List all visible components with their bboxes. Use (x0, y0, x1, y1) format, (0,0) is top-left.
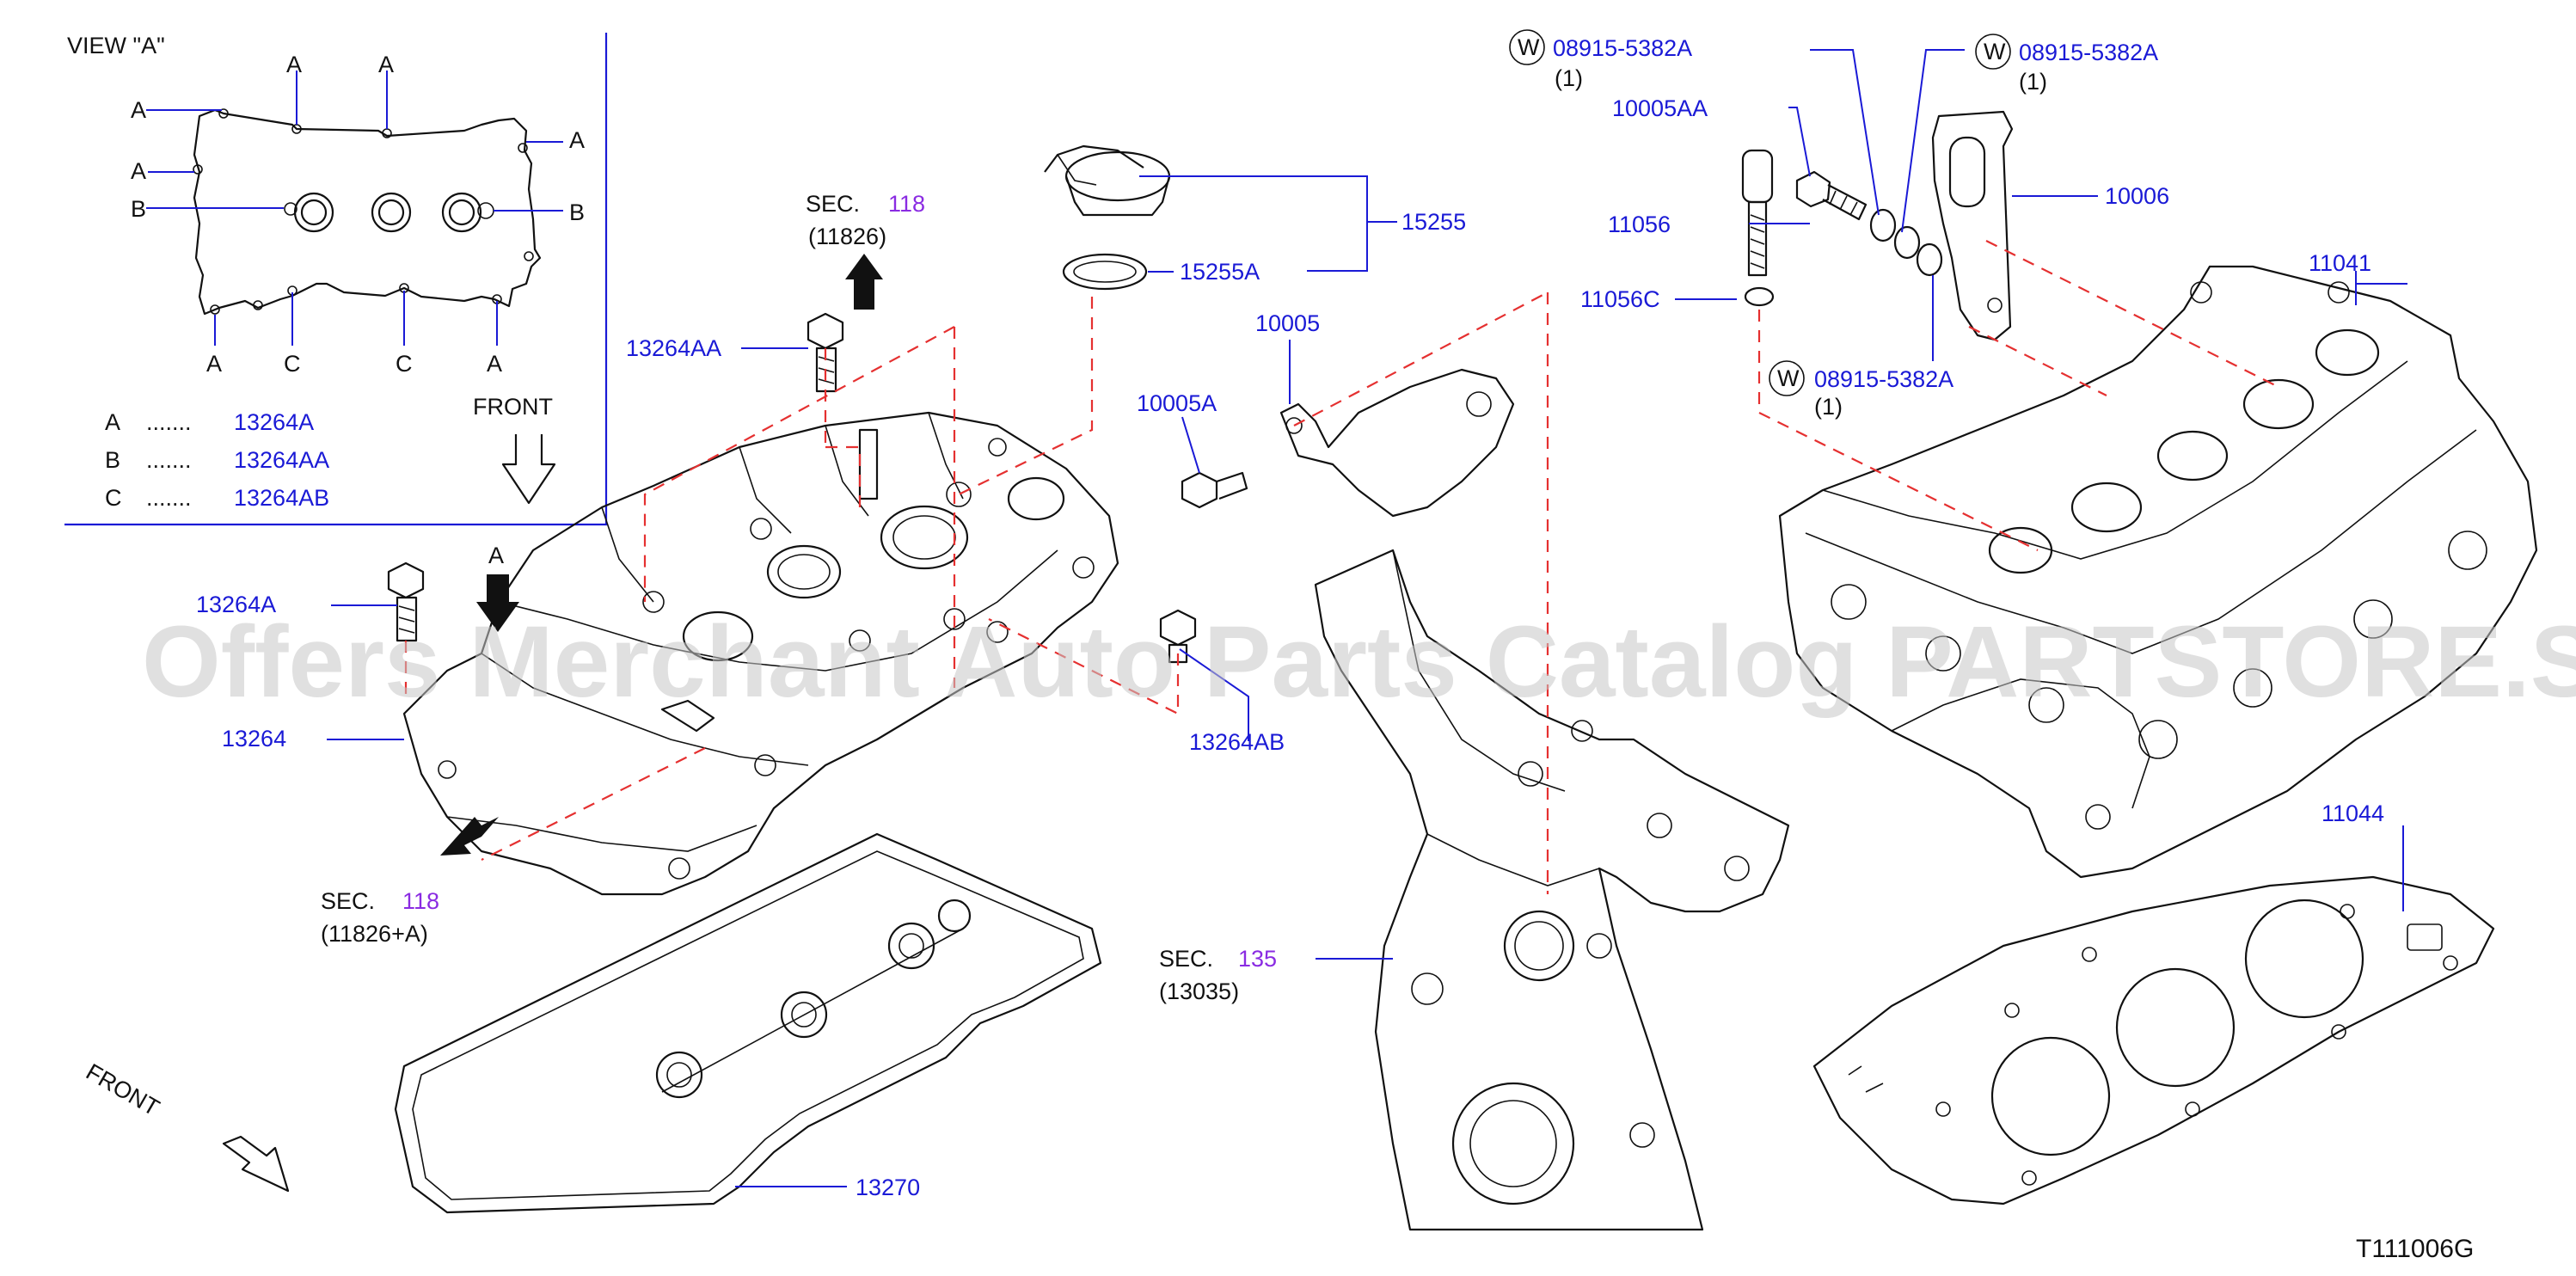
view-a-title: VIEW "A" (67, 33, 165, 58)
washer-symbol-3: W (1777, 365, 1800, 391)
view-a-point-a-5: A (131, 158, 146, 184)
view-a-legend-part-a[interactable]: 13264A (234, 409, 314, 435)
view-a-point-b-1: B (131, 196, 146, 222)
view-a-point-a-1: A (286, 52, 302, 77)
bolt-10005a (1181, 471, 1248, 509)
washer-part-2[interactable]: 08915-5382A (2019, 40, 2158, 65)
view-a-point-a-4: A (569, 127, 585, 153)
view-a-point-a-2: A (378, 52, 394, 77)
view-a-legend-key-b: B (105, 447, 120, 473)
view-a-legend-dots-a: ....... (146, 409, 192, 435)
washer-qty-3: (1) (1814, 394, 1843, 420)
front-label: FRONT (82, 1058, 164, 1120)
sec-ref-135: SEC. 135 (13035) (1159, 946, 1277, 1004)
washer-part-1[interactable]: 08915-5382A (1553, 35, 1692, 61)
front-arrow-icon (222, 1135, 290, 1193)
label-11056c[interactable]: 11056C (1580, 286, 1660, 312)
bolt-11056 (1741, 149, 1774, 277)
view-a-front-arrow-icon (501, 434, 556, 505)
arrow-a-icon (476, 574, 519, 632)
washer-callout-2: W 08915-5382A (1) (1975, 34, 2158, 95)
sec-num-1[interactable]: 118 (888, 191, 925, 217)
view-a-legend-dots-c: ....... (146, 485, 192, 511)
diagram-id: T111006G (2356, 1235, 2474, 1263)
label-11041[interactable]: 11041 (2309, 250, 2371, 276)
washers (1744, 208, 1943, 307)
cylinder-head (1778, 265, 2538, 879)
washer-callout-3: W 08915-5382A (1) (1769, 360, 1953, 420)
washer-qty-2: (1) (2019, 69, 2047, 95)
label-13264a[interactable]: 13264A (196, 592, 276, 617)
arrow-a-label: A (488, 543, 504, 568)
label-10005a[interactable]: 10005A (1137, 390, 1217, 416)
view-a-point-a-7: A (487, 351, 502, 377)
sec-ref-1: (11826) (808, 224, 886, 249)
sec-prefix-1: SEC. (806, 191, 860, 217)
watermark: Offers Merchant Auto Parts Catalog PARTS… (142, 605, 2576, 719)
view-a-front-label: FRONT (473, 394, 553, 420)
view-a-point-c-1: C (284, 351, 301, 377)
sec-ref-118-upper: SEC. 118 (11826) (806, 191, 925, 249)
view-a-legend-dots-b: ....... (146, 447, 192, 473)
oil-filler-cap (1044, 144, 1171, 291)
sec-num-3[interactable]: 135 (1238, 946, 1277, 972)
view-a-legend-part-b[interactable]: 13264AA (234, 447, 329, 473)
washer-symbol-1: W (1518, 34, 1540, 60)
label-10005[interactable]: 10005 (1255, 310, 1320, 336)
head-gasket (1812, 875, 2495, 1205)
bracket-10006 (1931, 110, 2014, 341)
front-cover (1314, 549, 1790, 1231)
arrow-to-sec-118-down-icon (440, 817, 499, 856)
view-a-cover-outline (193, 108, 542, 316)
arrow-to-sec-118-up-icon (845, 254, 883, 310)
bolt-10005aa (1795, 170, 1868, 221)
sec-prefix-3: SEC. (1159, 946, 1213, 972)
view-a-point-a-3: A (131, 97, 146, 123)
label-15255[interactable]: 15255 (1401, 209, 1466, 235)
view-a-point-b-2: B (569, 199, 585, 225)
label-13264[interactable]: 13264 (222, 726, 286, 751)
bracket-10005 (1279, 368, 1515, 518)
washer-callout-1: W 08915-5382A (1) (1509, 29, 1692, 91)
view-a-legend-key-a: A (105, 409, 120, 435)
washer-symbol-2: W (1984, 39, 2006, 64)
label-15255a[interactable]: 15255A (1180, 259, 1260, 285)
label-13264ab[interactable]: 13264AB (1189, 729, 1285, 755)
leader-lines (327, 49, 2407, 1187)
sec-prefix-2: SEC. (321, 888, 375, 914)
view-a-legend-key-c: C (105, 485, 122, 511)
sec-ref-3: (13035) (1159, 978, 1239, 1004)
washer-qty-1: (1) (1555, 65, 1583, 91)
rocker-cover-gasket (394, 832, 1102, 1214)
view-a-point-a-6: A (206, 351, 222, 377)
washer-part-3[interactable]: 08915-5382A (1814, 366, 1953, 392)
view-a-point-c-2: C (396, 351, 413, 377)
sec-ref-2: (11826+A) (321, 921, 428, 947)
label-13270[interactable]: 13270 (856, 1175, 920, 1200)
assembly-guidelines (404, 240, 2279, 894)
label-11044[interactable]: 11044 (2321, 801, 2384, 826)
label-10005aa[interactable]: 10005AA (1612, 95, 1708, 121)
sec-num-2[interactable]: 118 (402, 888, 439, 914)
sec-ref-118-lower: SEC. 118 (11826+A) (321, 888, 439, 947)
label-11056[interactable]: 11056 (1608, 212, 1671, 237)
label-13264aa[interactable]: 13264AA (626, 335, 721, 361)
view-a-inset: VIEW "A" A A A A A B B A C C (64, 33, 608, 526)
view-a-legend-part-c[interactable]: 13264AB (234, 485, 329, 511)
label-10006[interactable]: 10006 (2105, 183, 2169, 209)
